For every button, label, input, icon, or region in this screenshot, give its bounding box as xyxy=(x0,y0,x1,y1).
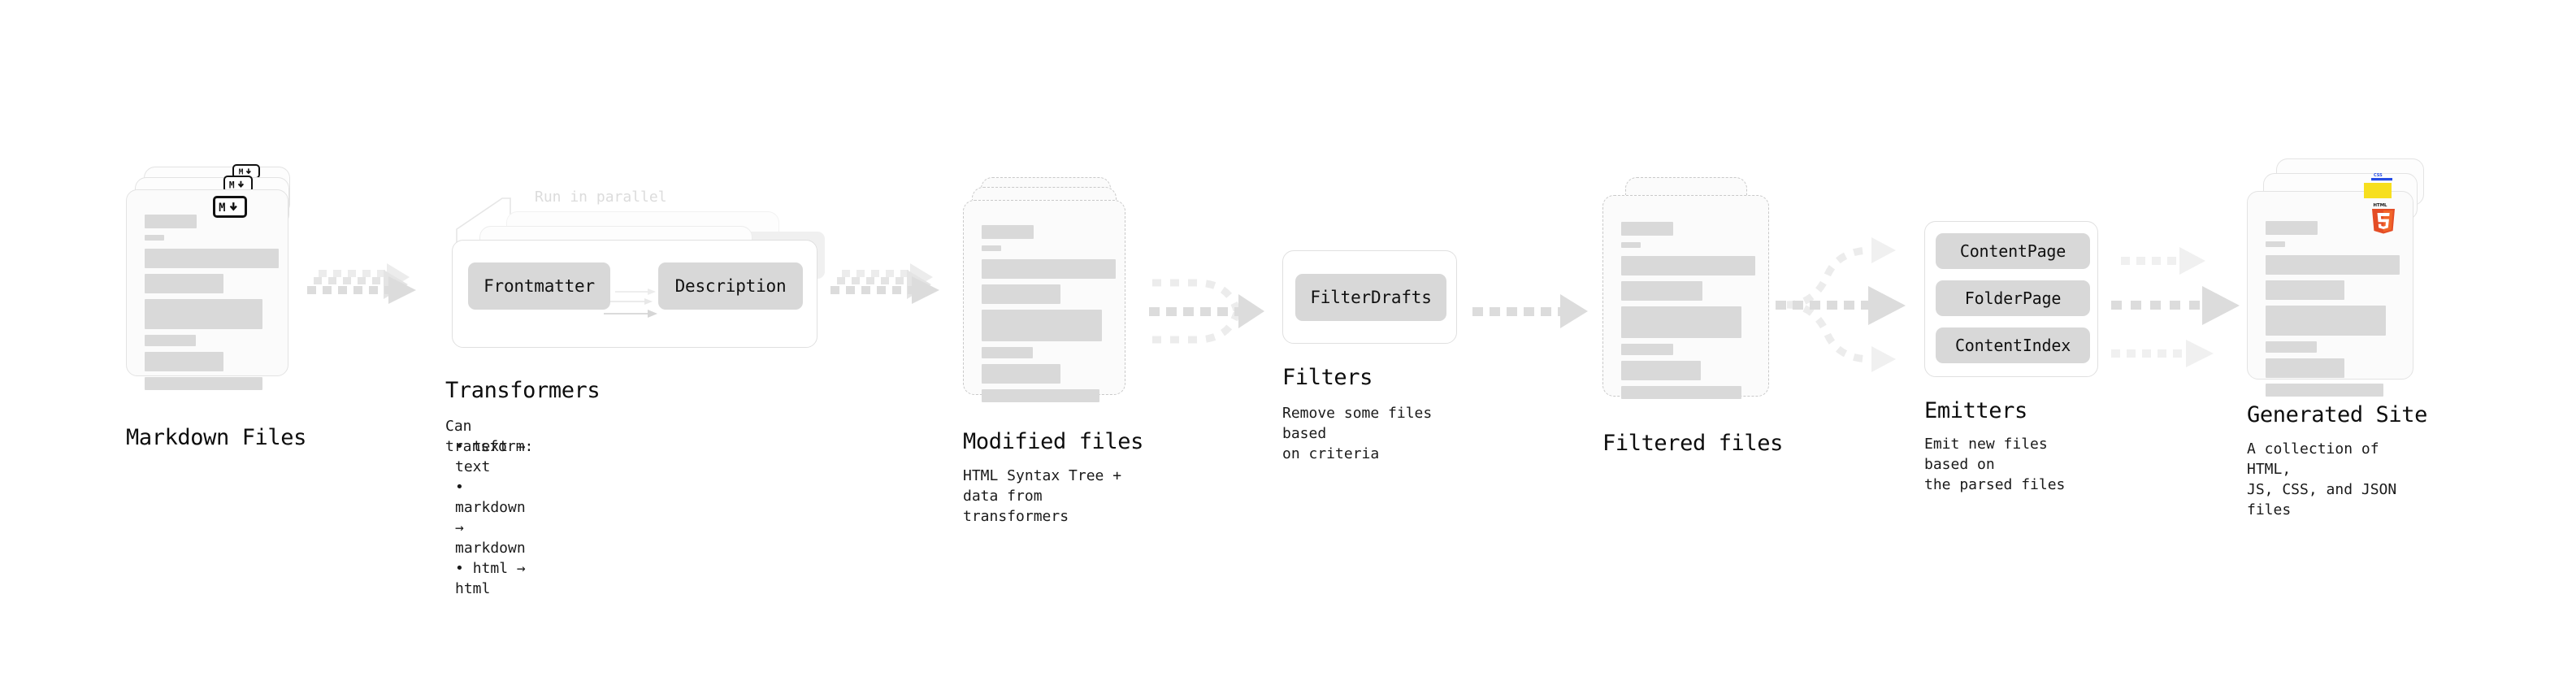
skeleton-bar xyxy=(1621,222,1673,236)
skeleton-bar xyxy=(145,335,196,346)
modified-file-stack xyxy=(963,177,1134,421)
skeleton-bar xyxy=(145,377,262,390)
connector-md-to-transformers xyxy=(307,263,416,304)
skeleton-bar xyxy=(2266,241,2285,247)
skeleton-bar xyxy=(145,235,164,241)
svg-text:M: M xyxy=(229,180,235,189)
emitters-card: ContentPage FolderPage ContentIndex xyxy=(1924,221,2098,377)
svg-text:M: M xyxy=(239,168,244,176)
skeleton-lines xyxy=(982,225,1116,402)
emitters-subtitle: Emit new files based on the parsed files xyxy=(1924,436,2066,493)
html5-icon: HTML xyxy=(2369,201,2398,235)
skeleton-bar xyxy=(2266,341,2317,353)
markdown-card-front xyxy=(126,189,288,390)
filtered-file-stack xyxy=(1602,177,1773,421)
list-item: markdown → markdown xyxy=(455,477,526,558)
skeleton-lines xyxy=(1621,222,1755,399)
connector-emitters-to-site xyxy=(2111,247,2240,367)
skeleton-bar xyxy=(2266,280,2344,300)
skeleton-bar xyxy=(2266,255,2400,275)
stage-filters: FilterDrafts Filters Remove some files b… xyxy=(1282,250,1457,462)
stage-title-markdown-files: Markdown Files xyxy=(126,425,306,450)
transformer-node-description[interactable]: Description xyxy=(658,262,803,310)
skeleton-bar xyxy=(1621,344,1673,355)
skeleton-bar xyxy=(2266,384,2383,397)
skeleton-bar xyxy=(982,284,1060,304)
skeleton-bar xyxy=(1621,306,1741,338)
markdown-icon: M xyxy=(213,196,247,218)
stage-title-modified-files: Modified files xyxy=(963,429,1143,454)
js-icon xyxy=(2364,183,2392,198)
connector-transformers-to-modified xyxy=(830,263,939,304)
svg-text:HTML: HTML xyxy=(2374,203,2388,208)
skeleton-bar xyxy=(2266,306,2386,336)
skeleton-bar xyxy=(145,274,223,293)
skeleton-bar xyxy=(1621,281,1702,301)
skeleton-bar xyxy=(1621,256,1755,275)
filter-node-filterdrafts[interactable]: FilterDrafts xyxy=(1295,274,1446,321)
stage-title-filters: Filters xyxy=(1282,365,1373,390)
stage-title-filtered-files: Filtered files xyxy=(1602,431,1783,456)
skeleton-lines xyxy=(145,215,279,390)
svg-text:CSS: CSS xyxy=(2374,173,2383,178)
skeleton-bar xyxy=(982,245,1001,251)
skeleton-bar xyxy=(982,259,1116,279)
connector-modified-to-filters xyxy=(1149,279,1264,344)
skeleton-bar xyxy=(145,299,262,329)
markdown-file-stack: M M M xyxy=(126,164,301,419)
skeleton-bar xyxy=(982,389,1099,402)
skeleton-bar xyxy=(145,352,223,371)
generated-site-subtitle: A collection of HTML, JS, CSS, and JSON … xyxy=(2247,440,2397,518)
modified-files-subtitle: HTML Syntax Tree + data from transformer… xyxy=(963,467,1122,525)
skeleton-bar xyxy=(2266,358,2344,378)
skeleton-bar xyxy=(982,310,1102,341)
skeleton-bar xyxy=(2266,221,2318,235)
css3-icon: CSS xyxy=(2370,170,2395,181)
run-in-parallel-label: Run in parallel xyxy=(535,189,667,206)
stage-modified-files: Modified files HTML Syntax Tree + data f… xyxy=(963,177,1143,525)
generated-site-stack: CSS HTML xyxy=(2247,158,2426,419)
transformers-capability-list: text → text markdown → markdown html → h… xyxy=(455,436,526,599)
filters-card: FilterDrafts xyxy=(1282,250,1457,344)
skeleton-bar xyxy=(1621,361,1701,380)
stage-emitters: ContentPage FolderPage ContentIndex Emit… xyxy=(1924,221,2098,493)
site-card-front xyxy=(2247,191,2413,397)
skeleton-bar xyxy=(982,225,1034,239)
filters-subtitle: Remove some files based on criteria xyxy=(1282,405,1433,462)
stage-title-generated-site: Generated Site xyxy=(2247,402,2427,427)
modified-card-front xyxy=(963,200,1125,402)
parallel-leader-line xyxy=(456,197,511,242)
emitter-node-contentpage[interactable]: ContentPage xyxy=(1936,233,2090,269)
skeleton-bar xyxy=(982,364,1060,384)
transformer-inner-arrows xyxy=(604,288,657,318)
stage-title-transformers: Transformers xyxy=(445,378,601,403)
connector-filtered-to-emitters xyxy=(1776,237,1906,372)
transformer-node-frontmatter[interactable]: Frontmatter xyxy=(468,262,610,310)
skeleton-lines xyxy=(2266,221,2400,397)
stage-title-emitters: Emitters xyxy=(1924,398,2027,423)
skeleton-bar xyxy=(1621,386,1741,399)
svg-text:M: M xyxy=(219,202,225,213)
skeleton-bar xyxy=(982,347,1033,358)
skeleton-bar xyxy=(145,215,197,228)
stage-markdown-files: M M M Markdown Files xyxy=(126,164,306,450)
emitter-node-contentindex[interactable]: ContentIndex xyxy=(1936,327,2090,363)
list-item: text → text xyxy=(455,436,526,477)
list-item: html → html xyxy=(455,558,526,599)
stage-filtered-files: Filtered files xyxy=(1602,177,1783,456)
filtered-card-front xyxy=(1602,195,1769,399)
transformer-card-front: Frontmatter Description xyxy=(452,240,817,348)
emitter-node-folderpage[interactable]: FolderPage xyxy=(1936,280,2090,316)
skeleton-bar xyxy=(1621,242,1641,248)
connector-filters-to-filtered xyxy=(1472,294,1588,328)
stage-generated-site: CSS HTML Generated Site A collection of … xyxy=(2247,158,2427,518)
skeleton-bar xyxy=(145,249,279,268)
